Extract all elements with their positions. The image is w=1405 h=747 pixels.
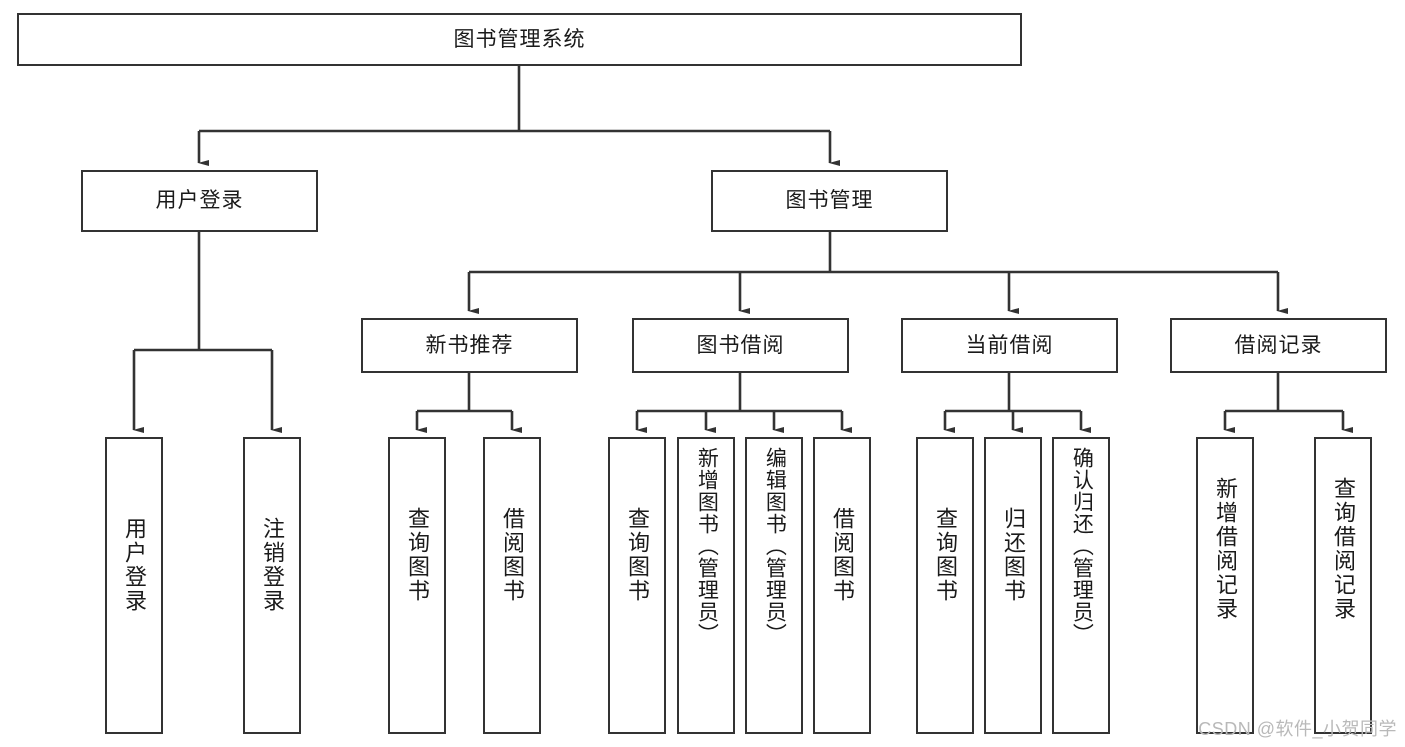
node-book-manage[interactable]: 图书管理 [711, 170, 948, 232]
node-book-borrow-label: 图书借阅 [696, 333, 785, 357]
node-leaf-user-login-label: 用户登录 [121, 517, 147, 613]
node-leaf-logout-label: 注销登录 [259, 517, 285, 613]
node-leaf-confirm-return[interactable]: 确认归还（管理员） [1052, 437, 1110, 734]
node-leaf-add-book[interactable]: 新增图书（管理员） [677, 437, 735, 734]
node-leaf-user-login[interactable]: 用户登录 [105, 437, 163, 734]
node-new-book-rec[interactable]: 新书推荐 [361, 318, 578, 373]
node-user-login[interactable]: 用户登录 [81, 170, 318, 232]
node-borrow-record-label: 借阅记录 [1234, 333, 1323, 357]
node-leaf-add-book-label: 新增图书（管理员） [695, 447, 719, 645]
node-leaf-query-book-3-label: 查询图书 [932, 507, 958, 603]
node-leaf-borrow-book-2[interactable]: 借阅图书 [813, 437, 871, 734]
node-leaf-return-book[interactable]: 归还图书 [984, 437, 1042, 734]
node-leaf-query-book-1[interactable]: 查询图书 [388, 437, 446, 734]
node-leaf-add-record-label: 新增借阅记录 [1212, 477, 1238, 621]
watermark: CSDN @软件_小贺同学 [1198, 719, 1397, 739]
node-leaf-query-record-label: 查询借阅记录 [1330, 477, 1356, 621]
node-root-label: 图书管理系统 [453, 27, 586, 51]
node-leaf-borrow-book-1[interactable]: 借阅图书 [483, 437, 541, 734]
node-book-borrow[interactable]: 图书借阅 [632, 318, 849, 373]
node-root[interactable]: 图书管理系统 [17, 13, 1022, 66]
node-current-borrow[interactable]: 当前借阅 [901, 318, 1118, 373]
node-leaf-edit-book[interactable]: 编辑图书（管理员） [745, 437, 803, 734]
node-borrow-record[interactable]: 借阅记录 [1170, 318, 1387, 373]
node-current-borrow-label: 当前借阅 [965, 333, 1054, 357]
node-leaf-add-record[interactable]: 新增借阅记录 [1196, 437, 1254, 734]
node-new-book-rec-label: 新书推荐 [425, 333, 514, 357]
node-leaf-query-book-2-label: 查询图书 [624, 507, 650, 603]
node-leaf-return-book-label: 归还图书 [1000, 507, 1026, 603]
node-leaf-query-book-1-label: 查询图书 [404, 507, 430, 603]
node-user-login-label: 用户登录 [155, 189, 244, 213]
node-leaf-confirm-return-label: 确认归还（管理员） [1070, 447, 1094, 645]
node-leaf-logout[interactable]: 注销登录 [243, 437, 301, 734]
node-leaf-query-book-3[interactable]: 查询图书 [916, 437, 974, 734]
node-leaf-query-record[interactable]: 查询借阅记录 [1314, 437, 1372, 734]
node-leaf-borrow-book-1-label: 借阅图书 [499, 507, 525, 603]
node-leaf-edit-book-label: 编辑图书（管理员） [763, 447, 787, 645]
node-book-manage-label: 图书管理 [785, 189, 874, 213]
node-leaf-query-book-2[interactable]: 查询图书 [608, 437, 666, 734]
node-leaf-borrow-book-2-label: 借阅图书 [829, 507, 855, 603]
